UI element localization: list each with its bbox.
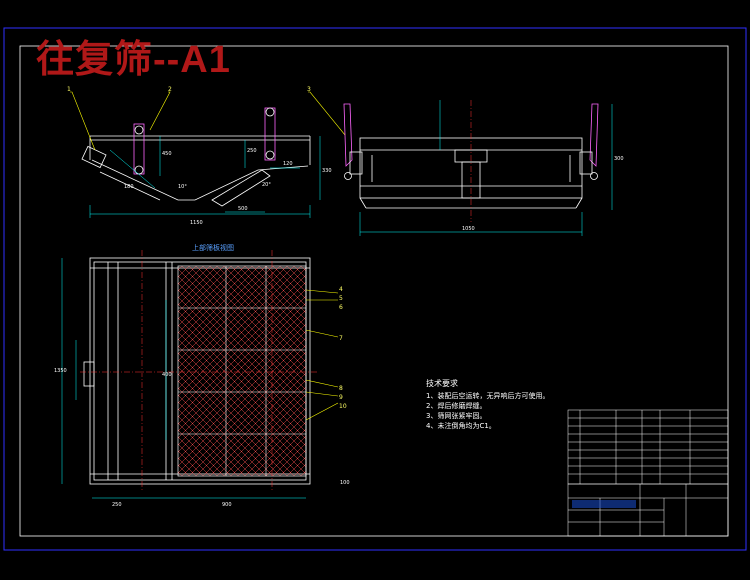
front-view — [81, 107, 311, 207]
dim-a2: 10° — [178, 184, 187, 190]
callout-9: 9 — [339, 394, 343, 401]
dim-a1: 500 — [238, 206, 248, 212]
dim-h1: 330 — [322, 168, 332, 174]
dim-plan-width: 900 — [222, 502, 232, 508]
callout-10: 10 — [339, 403, 347, 410]
plan-view-dimensions — [61, 258, 306, 499]
dim-h5: 120 — [283, 161, 293, 167]
notes-heading: 技术要求 — [426, 378, 458, 388]
dim-side-width: 1050 — [462, 226, 475, 232]
dim-plan-mid: 400 — [162, 372, 172, 378]
plan-callout-leaders — [305, 289, 339, 421]
dim-h2: 450 — [162, 151, 172, 157]
side-view-dimensions — [359, 100, 613, 236]
plan-view-label: 上部筛板视图 — [192, 243, 234, 252]
sheet-outer-frame — [3, 27, 747, 551]
mesh-panel-dividers — [178, 266, 306, 476]
callout-6: 6 — [339, 304, 343, 311]
dim-s1: 180 — [124, 184, 134, 190]
dim-h4: 300 — [614, 156, 624, 162]
callout-8: 8 — [339, 385, 343, 392]
callout-2: 2 — [168, 86, 172, 93]
note-item-2: 2、焊后修磨焊缝。 — [426, 401, 486, 410]
sheet-inner-frame — [19, 45, 729, 537]
front-view-dimensions — [89, 136, 321, 218]
title-block-highlight — [572, 500, 636, 508]
plan-centerlines — [80, 250, 318, 490]
dim-plan-height: 1350 — [54, 368, 67, 374]
callout-3: 3 — [307, 86, 311, 93]
callout-4: 4 — [339, 286, 343, 293]
note-item-1: 1、装配后空运转，无异响后方可使用。 — [426, 391, 549, 400]
note-item-3: 3、筛网张紧牢固。 — [426, 411, 486, 420]
title-block — [567, 483, 729, 537]
callout-1: 1 — [67, 86, 71, 93]
dim-plan-right: 100 — [340, 480, 350, 486]
callout-5: 5 — [339, 295, 343, 302]
callout-7: 7 — [339, 335, 343, 342]
drawing-title: 往复筛--A1 — [36, 39, 231, 81]
note-item-4: 4、未注倒角均为C1。 — [426, 421, 496, 430]
dim-plan-left: 250 — [112, 502, 122, 508]
dim-h3: 250 — [247, 148, 257, 154]
parts-list — [567, 409, 729, 485]
dim-top-width: 1150 — [190, 220, 203, 226]
front-callout-leaders — [70, 91, 346, 151]
screen-mesh — [177, 265, 307, 477]
dim-a3: 20° — [262, 182, 271, 188]
